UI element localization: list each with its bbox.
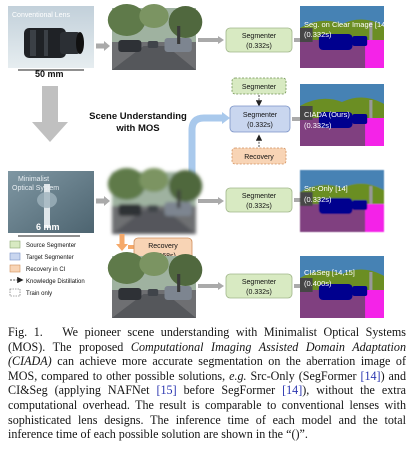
segmenter-label: Segmenter (242, 33, 277, 40)
citation-15[interactable]: [15] (156, 383, 177, 398)
caption-text-3: Src-Only (SegFormer (246, 368, 361, 383)
aberrated-image (107, 168, 203, 234)
segmenter-box-ci: Segmenter (0.332s) (225, 273, 293, 299)
output-clear-label: Seg. on Clear Image [14] (304, 20, 387, 29)
caption-text-1: We pioneer scene understanding with Mini… (8, 325, 406, 354)
blue-arrow-to-ciada (188, 114, 222, 190)
caption-text-2: can achieve more accurate segmentation o… (8, 354, 406, 383)
output-ci-label: CI&Seg [14,15] (304, 268, 355, 277)
segmenter-time: (0.332s) (246, 289, 272, 296)
output-ciada-time: (0.332s) (304, 121, 332, 130)
caption-eg: e.g. (229, 368, 247, 383)
recovery-dashed-label: Recovery (244, 154, 274, 161)
conventional-size-label: 50 mm (35, 69, 64, 79)
mos-photo (8, 171, 94, 237)
output-ci-time: (0.400s) (304, 279, 332, 288)
output-src-time: (0.332s) (304, 195, 332, 204)
citation-14[interactable]: [14] (282, 383, 303, 398)
segmenter-label: Segmenter (242, 279, 277, 286)
clear-image (107, 4, 203, 70)
output-clear-time: (0.332s) (304, 30, 332, 39)
recovered-image (107, 252, 203, 318)
segmenter-box-ciada: Segmenter (0.332s) (229, 105, 291, 133)
segmenter-dashed-box: Segmenter (231, 77, 287, 95)
title-line-2: with MOS (115, 123, 159, 134)
mos-label-1: Minimalist (18, 176, 49, 183)
figure-1: Conventional Lens 50 mm Segmenter (0.332… (8, 4, 387, 318)
legend: Source Segmenter Target Segmenter Recove… (9, 240, 85, 297)
legend-source: Source Segmenter (26, 243, 76, 249)
figure-caption: Fig. 1. We pioneer scene understanding w… (8, 325, 406, 442)
caption-ciada-term: Computational Imaging Assisted Domain Ad… (8, 339, 406, 369)
recovery-label: Recovery (148, 243, 178, 250)
citation-14[interactable]: [14] (360, 368, 381, 383)
segmenter-time: (0.332s) (247, 122, 273, 129)
down-arrow-big (32, 86, 68, 142)
conventional-lens-photo (8, 6, 94, 71)
segmenter-label: Segmenter (242, 193, 277, 200)
caption-text-4: ) and CI&Seg (applying NAFNet (8, 368, 407, 398)
title-line-1: Scene Understanding (89, 111, 187, 122)
mos-size-label: 6 mm (36, 222, 60, 232)
segmenter-dashed-label: Segmenter (242, 84, 277, 91)
segmenter-time: (0.332s) (246, 43, 272, 50)
segmenter-box-src: Segmenter (0.332s) (225, 187, 293, 213)
legend-recovery: Recovery in CI (26, 267, 66, 273)
recovery-dashed-box: Recovery (231, 147, 287, 165)
segmenter-box-clear: Segmenter (0.332s) (225, 27, 293, 53)
output-src-label: Src-Only [14] (304, 184, 348, 193)
caption-text-6: ), without the extra computational overh… (8, 383, 406, 442)
caption-fig-label: Fig. 1. (8, 325, 43, 339)
conventional-lens-label: Conventional Lens (12, 12, 70, 19)
legend-kd: Knowledge Distillation (26, 279, 85, 285)
legend-train: Train only (26, 291, 52, 297)
caption-text-5: before SegFormer (176, 383, 283, 398)
legend-target: Target Segmenter (26, 255, 74, 261)
segmenter-label: Segmenter (243, 112, 278, 119)
output-ciada-label: CIADA (Ours) (304, 110, 350, 119)
segmenter-time: (0.332s) (246, 203, 272, 210)
mos-label-2: Optical System (12, 185, 59, 192)
